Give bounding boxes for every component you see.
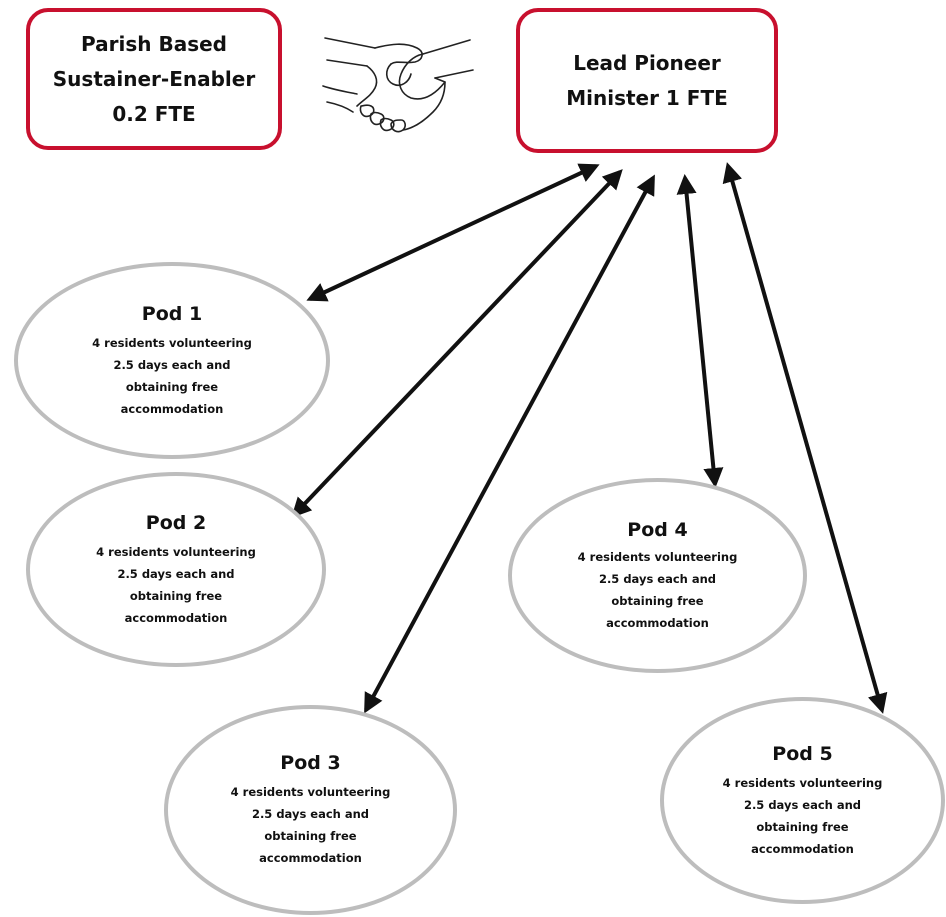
pod-text-line: obtaining free <box>611 593 704 608</box>
pod-title: Pod 1 <box>141 302 203 325</box>
pod-title: Pod 5 <box>772 742 833 765</box>
pod-text-line: accommodation <box>751 841 854 856</box>
sustainer-line-3: 0.2 FTE <box>112 101 196 126</box>
pod-text-line: obtaining free <box>756 819 849 834</box>
handshake-icon <box>322 37 474 133</box>
pod-5-ellipse: Pod 5 4 residents volunteering 2.5 days … <box>660 697 945 904</box>
pod-text-line: 2.5 days each and <box>598 571 717 586</box>
pod-text-line: 2.5 days each and <box>743 797 862 812</box>
pod-title: Pod 3 <box>280 752 341 774</box>
pod-title: Pod 2 <box>145 511 207 534</box>
sustainer-line-2: Sustainer-Enabler <box>52 66 256 91</box>
pod-text-line: 4 residents volunteering <box>230 785 391 799</box>
arrow-pioneer-pod-2 <box>291 169 623 518</box>
pod-2-ellipse: Pod 2 4 residents volunteering 2.5 days … <box>26 472 326 667</box>
pod-title: Pod 4 <box>627 518 688 541</box>
pod-text-line: 4 residents volunteering <box>96 544 256 559</box>
pod-text-line: 2.5 days each and <box>251 807 370 821</box>
pod-text-line: 4 residents volunteering <box>92 335 252 350</box>
pod-text-line: 4 residents volunteering <box>722 775 883 790</box>
pod-text-line: accommodation <box>606 615 709 630</box>
pod-4-ellipse: Pod 4 4 residents volunteering 2.5 days … <box>508 478 807 673</box>
pod-text-line: obtaining free <box>129 588 223 603</box>
pod-text-line: 4 residents volunteering <box>577 549 738 564</box>
pod-text-line: accommodation <box>124 610 228 625</box>
arrow-pioneer-pod-4 <box>676 174 724 488</box>
pod-text-line: obtaining free <box>264 829 357 843</box>
pod-text-line: 2.5 days each and <box>117 566 235 581</box>
sustainer-line-1: Parish Based <box>81 31 227 56</box>
arrow-pioneer-pod-1 <box>306 163 600 302</box>
pod-text-line: 2.5 days each and <box>113 357 231 372</box>
lead-pioneer-box: Lead Pioneer Minister 1 FTE <box>516 8 778 153</box>
pod-1-ellipse: Pod 1 4 residents volunteering 2.5 days … <box>14 262 330 459</box>
pod-text-line: accommodation <box>120 401 224 416</box>
pod-text-line: accommodation <box>259 851 362 865</box>
pod-text-line: obtaining free <box>125 379 219 394</box>
arrow-pioneer-pod-5 <box>722 162 888 714</box>
pioneer-line-1: Lead Pioneer <box>573 50 721 75</box>
arrow-pioneer-pod-3 <box>364 174 655 714</box>
pod-3-ellipse: Pod 3 4 residents volunteering 2.5 days … <box>164 705 457 915</box>
sustainer-enabler-box: Parish Based Sustainer-Enabler 0.2 FTE <box>26 8 282 150</box>
pioneer-line-2: Minister 1 FTE <box>566 85 728 110</box>
